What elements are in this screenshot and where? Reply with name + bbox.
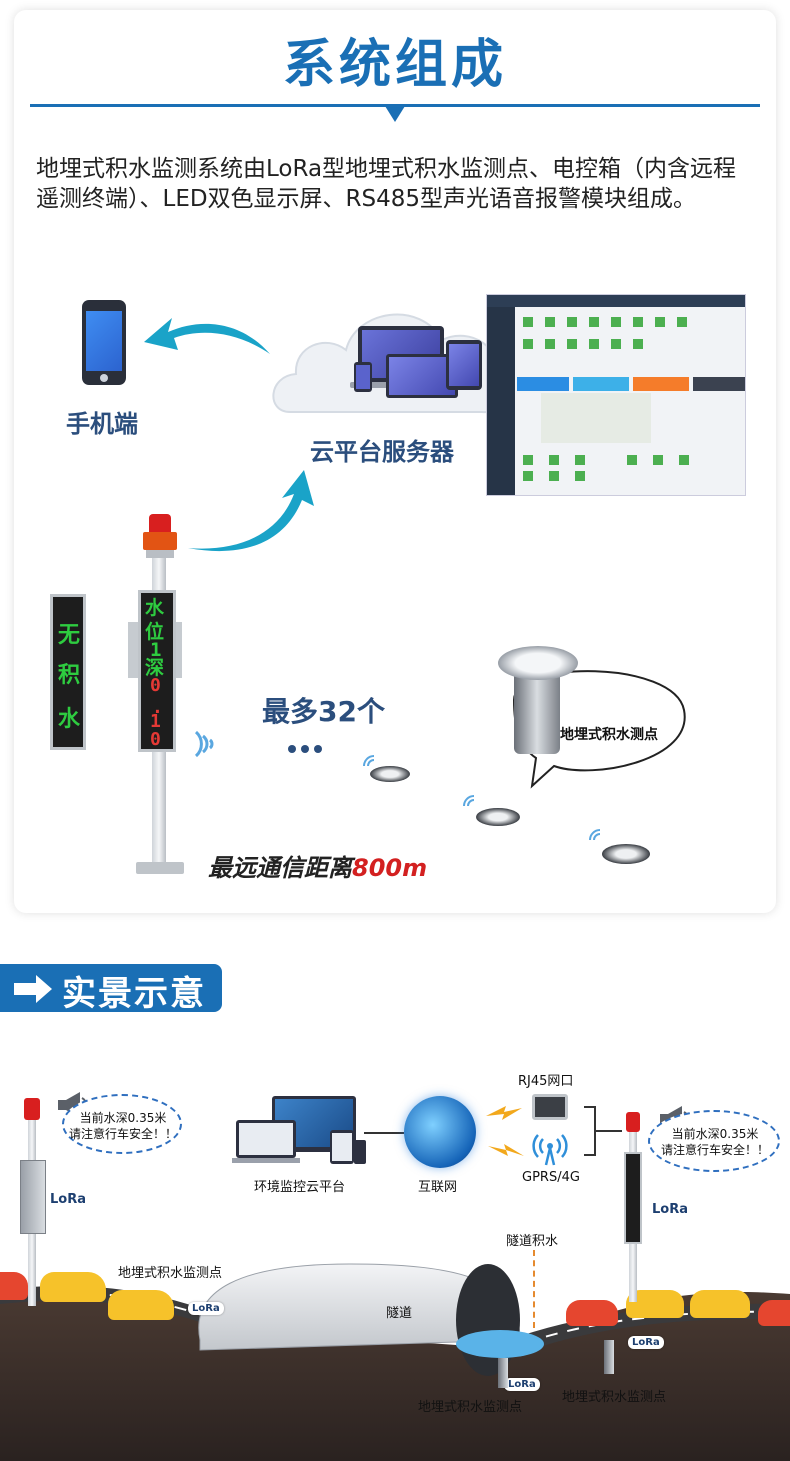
road-scene-illustration bbox=[0, 1263, 790, 1461]
red-car-icon bbox=[0, 1272, 28, 1300]
alert-line: 请注意行车安全！！ bbox=[68, 1127, 177, 1141]
internet-label: 互联网 bbox=[418, 1180, 458, 1195]
lightning-icon bbox=[486, 1106, 522, 1120]
alert-line: 当前水深0.35米 bbox=[79, 1111, 167, 1125]
pole-base bbox=[136, 862, 184, 874]
internet-globe-icon bbox=[404, 1096, 476, 1168]
lora-label-left-pole: LoRa bbox=[50, 1192, 86, 1207]
led-char: 0 bbox=[150, 729, 161, 750]
lora-badge-tunnel: LoRa bbox=[504, 1378, 540, 1391]
voice-alert-text-left: 当前水深0.35米 请注意行车安全！！ bbox=[64, 1110, 182, 1142]
mobile-label: 手机端 bbox=[66, 410, 138, 438]
connector-bracket bbox=[584, 1106, 596, 1156]
connector-line bbox=[364, 1132, 404, 1134]
alert-line: 请注意行车安全！！ bbox=[660, 1143, 769, 1157]
max-count-label: 最多32个 bbox=[262, 695, 385, 728]
title-divider bbox=[30, 104, 760, 107]
led-char: 位 bbox=[145, 621, 165, 643]
more-dots bbox=[288, 738, 327, 757]
tunnel-label: 隧道 bbox=[386, 1306, 413, 1321]
tunnel-water-label: 隧道积水 bbox=[506, 1234, 559, 1249]
lightning-icon bbox=[488, 1144, 524, 1156]
lora-label-right-pole: LoRa bbox=[652, 1202, 688, 1217]
scene-left-control-box bbox=[20, 1160, 46, 1234]
led-char: 积 bbox=[58, 663, 81, 688]
red-car-icon bbox=[566, 1300, 618, 1326]
section-title-scene: 实景示意 bbox=[62, 974, 206, 1014]
red-car-icon bbox=[758, 1300, 790, 1326]
mobile-phone-icon bbox=[82, 300, 126, 385]
platform-label: 环境监控云平台 bbox=[254, 1180, 346, 1195]
led-char: 水 bbox=[145, 597, 165, 619]
led-char: 0 bbox=[150, 675, 161, 696]
tablet-icon bbox=[446, 340, 482, 390]
led-display-no-water: 无 积 水 bbox=[50, 594, 86, 750]
led-char: 1 bbox=[150, 639, 162, 661]
wireless-signal-icon bbox=[463, 795, 475, 807]
platform-dashboard-thumbnail bbox=[486, 294, 746, 496]
control-box bbox=[128, 622, 138, 678]
yellow-car-icon bbox=[40, 1272, 106, 1302]
max-distance-text: 最远通信距离800m bbox=[208, 848, 427, 883]
arrow-to-cloud-icon bbox=[188, 470, 314, 552]
sensor-callout-label: 地埋式积水测点 bbox=[560, 727, 658, 743]
alert-line: 当前水深0.35米 bbox=[671, 1127, 759, 1141]
title-divider-pointer bbox=[385, 106, 405, 122]
rj45-label: RJ45网口 bbox=[518, 1074, 574, 1089]
sensor-disc-icon bbox=[370, 766, 410, 782]
wireless-signal-icon bbox=[363, 755, 375, 767]
tunnel-water-pointer bbox=[533, 1250, 535, 1328]
sensor-point-label-bottom: 地埋式积水监测点 bbox=[418, 1400, 523, 1415]
connector-line bbox=[596, 1130, 622, 1132]
rj45-port-icon bbox=[532, 1094, 568, 1120]
alarm-light-icon bbox=[140, 512, 180, 560]
distance-prefix: 最远通信距离 bbox=[208, 854, 352, 882]
system-intro-text: 地埋式积水监测系统由LoRa型地埋式积水监测点、电控箱（内含远程遥测终端）、LE… bbox=[36, 156, 737, 212]
control-box-side bbox=[176, 622, 182, 678]
cloud-server-label: 云平台服务器 bbox=[310, 438, 454, 466]
gprs-label: GPRS/4G bbox=[522, 1170, 580, 1185]
platform-devices-icon bbox=[232, 1096, 366, 1168]
voice-alert-text-right: 当前水深0.35米 请注意行车安全！！ bbox=[652, 1126, 778, 1158]
distance-value: 800m bbox=[352, 854, 428, 882]
led-char: 1 bbox=[150, 711, 161, 732]
sensor-point-label-right: 地埋式积水监测点 bbox=[562, 1390, 667, 1405]
led-char: 水 bbox=[58, 707, 81, 732]
lora-badge-road: LoRa bbox=[188, 1302, 224, 1315]
arrow-right-icon bbox=[14, 975, 52, 1003]
alarm-light-icon bbox=[24, 1098, 40, 1120]
sensor-disc-icon bbox=[602, 844, 650, 864]
yellow-car-icon bbox=[690, 1290, 750, 1318]
sensor-disc-icon bbox=[476, 808, 520, 826]
arrow-to-mobile-icon bbox=[144, 318, 270, 354]
sensor-post-icon bbox=[604, 1340, 614, 1374]
led-char: 无 bbox=[58, 623, 81, 648]
yellow-car-icon bbox=[108, 1290, 174, 1320]
voice-alert-bubble-left bbox=[62, 1094, 182, 1154]
signal-tower-icon bbox=[532, 1134, 568, 1166]
sensor-point-label-top: 地埋式积水监测点 bbox=[118, 1266, 223, 1281]
section-title-system: 系统组成 bbox=[282, 35, 507, 95]
alarm-light-icon bbox=[626, 1112, 640, 1132]
led-display-water-level: 水 位 1 深 0 . 1 0 bbox=[138, 590, 176, 752]
led-char: . bbox=[152, 697, 163, 718]
voice-alert-bubble-right bbox=[648, 1110, 780, 1172]
cloud-devices-illustration bbox=[270, 296, 510, 436]
led-char: 深 bbox=[145, 657, 165, 679]
lora-badge-right-road: LoRa bbox=[628, 1336, 664, 1349]
scene-right-led-display bbox=[624, 1152, 642, 1244]
wireless-signal-icon bbox=[194, 730, 214, 758]
sensor-post-icon bbox=[498, 1358, 508, 1388]
small-phone-icon bbox=[354, 362, 372, 392]
underground-sensor-large-icon bbox=[496, 640, 580, 760]
wireless-signal-icon bbox=[589, 829, 601, 841]
